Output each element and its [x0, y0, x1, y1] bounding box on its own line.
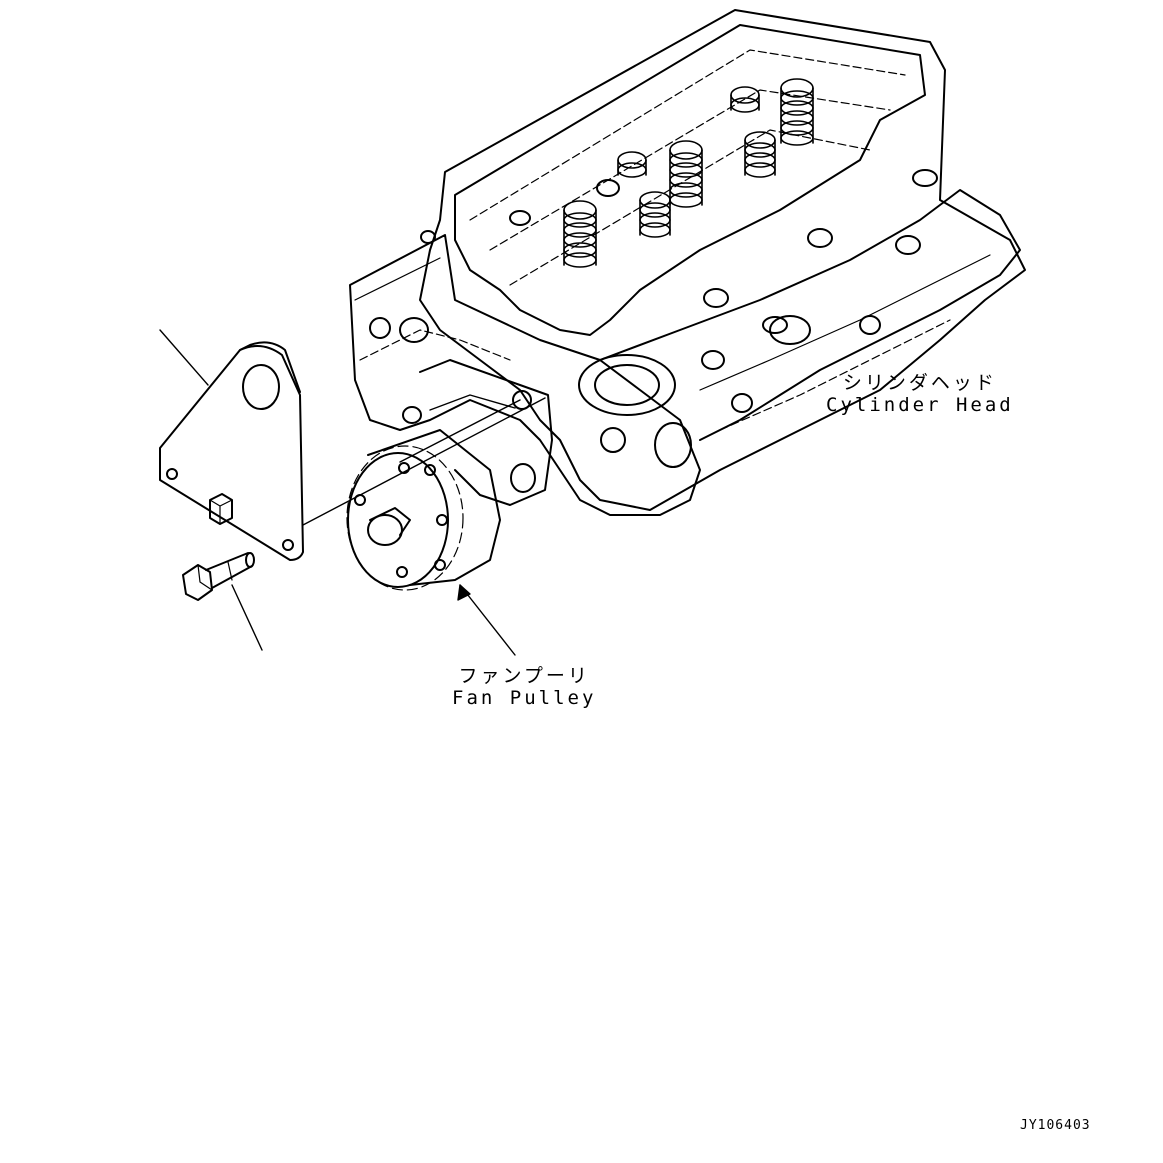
- bracket-leader: [159, 329, 209, 386]
- pulley-arrowhead: [457, 584, 471, 601]
- valve-springs: [563, 78, 814, 268]
- cylinder-head-label-en: Cylinder Head: [826, 394, 1014, 416]
- leader-lines: [159, 329, 546, 656]
- fan-pulley-label: ファンプーリ Fan Pulley: [452, 665, 596, 709]
- drawing-code: JY106403: [1020, 1118, 1091, 1133]
- fan-pulley: [346, 359, 553, 591]
- assembly-line-upper: [302, 397, 546, 526]
- flange-bolt: [182, 552, 255, 601]
- bolt-leader: [231, 584, 263, 651]
- bracket-plate: [159, 341, 304, 561]
- cylinder-head-label: シリンダヘッド Cylinder Head: [826, 372, 1014, 416]
- cylinder-head-label-jp: シリンダヘッド: [842, 372, 997, 394]
- pulley-leader: [459, 584, 516, 656]
- assembly-line-lower: [399, 399, 521, 463]
- cylinder-head: [349, 9, 1026, 516]
- fan-pulley-label-en: Fan Pulley: [452, 687, 597, 709]
- fan-pulley-label-jp: ファンプーリ: [458, 665, 590, 687]
